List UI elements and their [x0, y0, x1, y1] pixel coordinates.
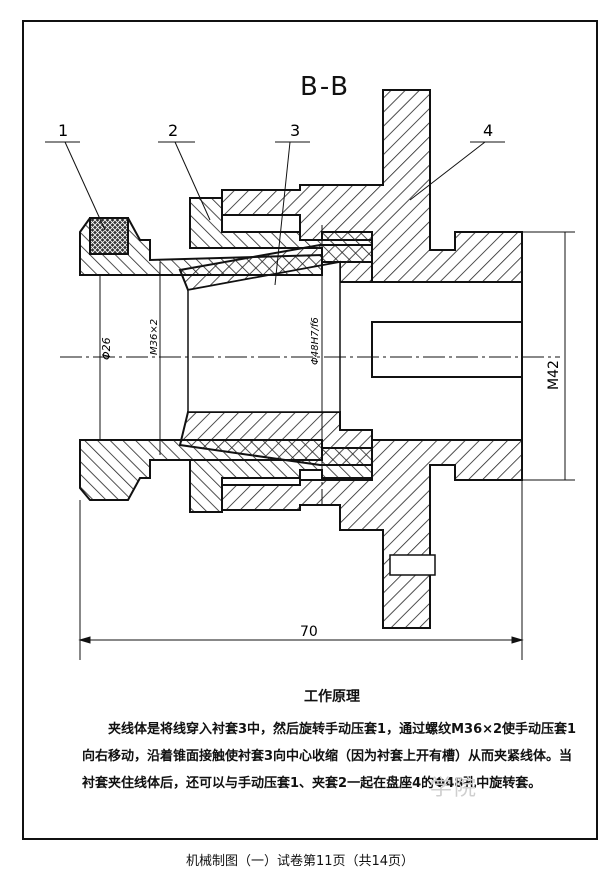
dim-overall-length: 70 — [300, 624, 318, 640]
part-label-2: 2 — [168, 121, 178, 140]
dim-fit-diameter: Φ48H7/f6 — [310, 317, 321, 365]
dim-bore-diameter: Φ26 — [100, 337, 113, 360]
dim-thread: M36×2 — [149, 319, 160, 355]
part-label-3: 3 — [290, 121, 300, 140]
press-sleeve-part-1 — [79, 217, 323, 501]
principle-body: 夹线体是将线穿入衬套3中，然后旋转手动压套1，通过螺纹M36×2使手动压套1向右… — [82, 722, 577, 791]
principle-heading: 工作原理 — [304, 689, 360, 705]
part-label-1: 1 — [58, 121, 68, 140]
leader-lines — [45, 141, 505, 286]
drawing-frame — [22, 20, 598, 840]
working-principle: 工作原理 夹线体是将线穿入衬套3中，然后旋转手动压套1，通过螺纹M36×2使手动… — [82, 686, 582, 797]
dim-outer-thread: M42 — [546, 360, 562, 390]
section-label: B-B — [300, 72, 351, 102]
page-footer: 机械制图（一）试卷第11页（共14页） — [185, 854, 415, 869]
watermark: 学院 — [430, 776, 479, 801]
dimension-lines — [78, 231, 575, 660]
part-label-4: 4 — [483, 121, 493, 140]
